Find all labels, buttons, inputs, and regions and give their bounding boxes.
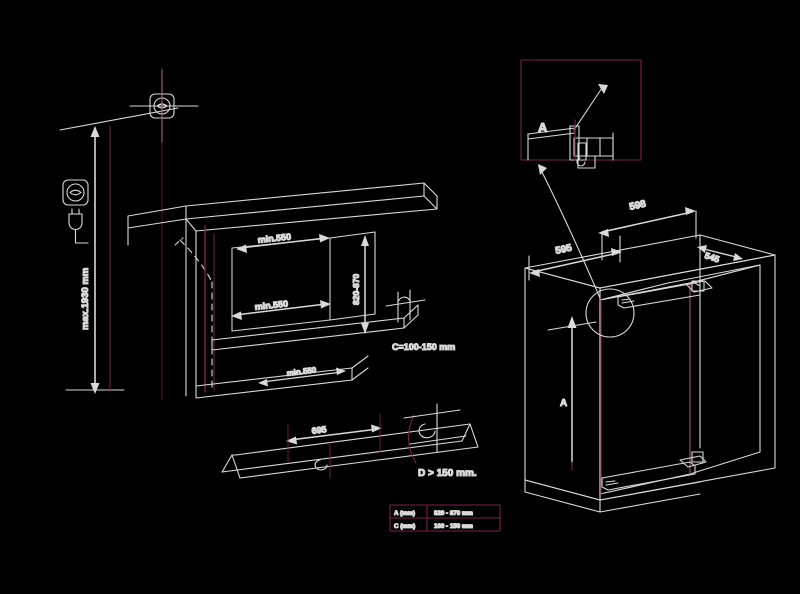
width-598-dimension — [598, 207, 697, 261]
height-820-870-dimension — [361, 235, 369, 334]
width-595-dimension — [528, 235, 622, 281]
spec-row-1-label: C (mm) — [394, 523, 415, 530]
plinth-hinge-mark — [314, 459, 328, 471]
min550-lower-label: min.550 — [254, 299, 288, 312]
top-hinge-bracket — [617, 280, 713, 309]
plinth-width-label: 695 — [311, 424, 327, 436]
door-swing-arc — [403, 403, 467, 464]
height-820-870-label: 820-870 — [351, 274, 361, 305]
top-slab-edge — [423, 182, 438, 210]
cabinet-isometric-view: A 598 595 — [524, 198, 776, 513]
min550-base-label: min.550 — [286, 365, 317, 378]
niche-perspective-view: max.1930 mm — [59, 67, 456, 401]
dim-a-arrow — [547, 316, 597, 471]
min550-top-label: min.550 — [257, 232, 291, 245]
min550-top-dimension — [236, 234, 330, 253]
ceiling-line — [59, 107, 179, 131]
detail-leader-arrow — [538, 164, 547, 175]
plug-icon — [68, 208, 89, 244]
clearance-c-label: C=100-150 mm — [392, 342, 455, 352]
door-clearance-label: D > 150 mm. — [418, 468, 477, 479]
width-598-label: 598 — [628, 199, 647, 213]
spec-row-0-value: 820 - 870 mm — [434, 510, 473, 517]
clearance-c-marker — [385, 289, 426, 323]
min550-lower-dimension — [231, 300, 331, 320]
depth-545-dimension — [697, 245, 743, 261]
max-height-label: max.1930 mm — [80, 268, 91, 330]
spec-table — [389, 504, 501, 532]
detail-callout-icon — [585, 288, 635, 338]
detail-inset-a — [520, 59, 642, 169]
min550-base-dimension — [258, 367, 346, 387]
width-595-label: 595 — [554, 243, 573, 257]
detail-leader-curve — [539, 167, 601, 299]
detail-marker-label: A — [538, 120, 548, 135]
spec-row-1-value: 100 - 150 mm — [434, 523, 473, 530]
plinth-view: 695 D > 150 mm. — [221, 403, 479, 480]
corner-dashed — [179, 239, 213, 283]
spec-row-0-label: A (mm) — [394, 510, 415, 517]
max-height-dimension — [65, 126, 125, 394]
socket-lower-icon — [62, 179, 89, 206]
dim-a-label: A — [560, 398, 567, 409]
plinth-width-dimension — [286, 413, 382, 463]
bottom-hinge-bracket — [601, 451, 707, 491]
